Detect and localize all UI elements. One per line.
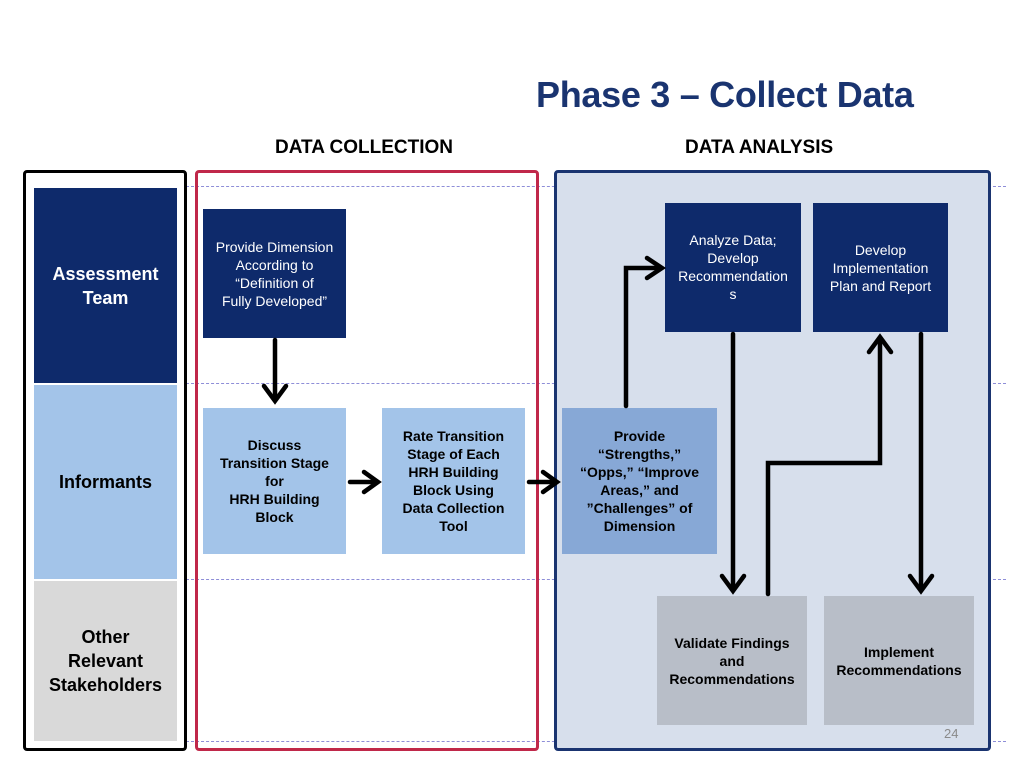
develop-plan-box: Develop Implementation Plan and Report: [813, 203, 948, 332]
arrow-head: [644, 255, 667, 281]
rate-transition-box: Rate Transition Stage of Each HRH Buildi…: [382, 408, 525, 554]
arrow-head: [907, 573, 935, 595]
lane-other-stakeholders: Other Relevant Stakeholders: [34, 581, 177, 741]
arrow-validate-to-plan: [765, 335, 883, 597]
arrow-head: [540, 469, 561, 495]
arrow-head: [361, 469, 382, 495]
lane-assessment-team: Assessment Team: [34, 188, 177, 383]
arrow-head: [719, 573, 747, 595]
implement-box: Implement Recommendations: [824, 596, 974, 725]
lanes-frame: [23, 170, 187, 751]
data-collection-frame: [195, 170, 539, 751]
provide-strengths-box: Provide “Strengths,” “Opps,” “Improve Ar…: [562, 408, 717, 554]
page-number: 24: [944, 726, 959, 741]
arrow-head: [261, 383, 289, 405]
discuss-transition-box: Discuss Transition Stage for HRH Buildin…: [203, 408, 346, 554]
data-analysis-heading: DATA ANALYSIS: [685, 137, 834, 158]
lane-informants: Informants: [34, 385, 177, 579]
arrow-head: [866, 333, 894, 355]
provide-dimension-box: Provide Dimension According to “Definiti…: [203, 209, 346, 338]
page-title: Phase 3 – Collect Data: [536, 74, 914, 115]
validate-findings-box: Validate Findings and Recommendations: [657, 596, 807, 725]
data-collection-heading: DATA COLLECTION: [275, 137, 454, 158]
arrow-strengths-to-analyze: [623, 265, 664, 409]
analyze-data-box: Analyze Data; Develop Recommendation s: [665, 203, 801, 332]
